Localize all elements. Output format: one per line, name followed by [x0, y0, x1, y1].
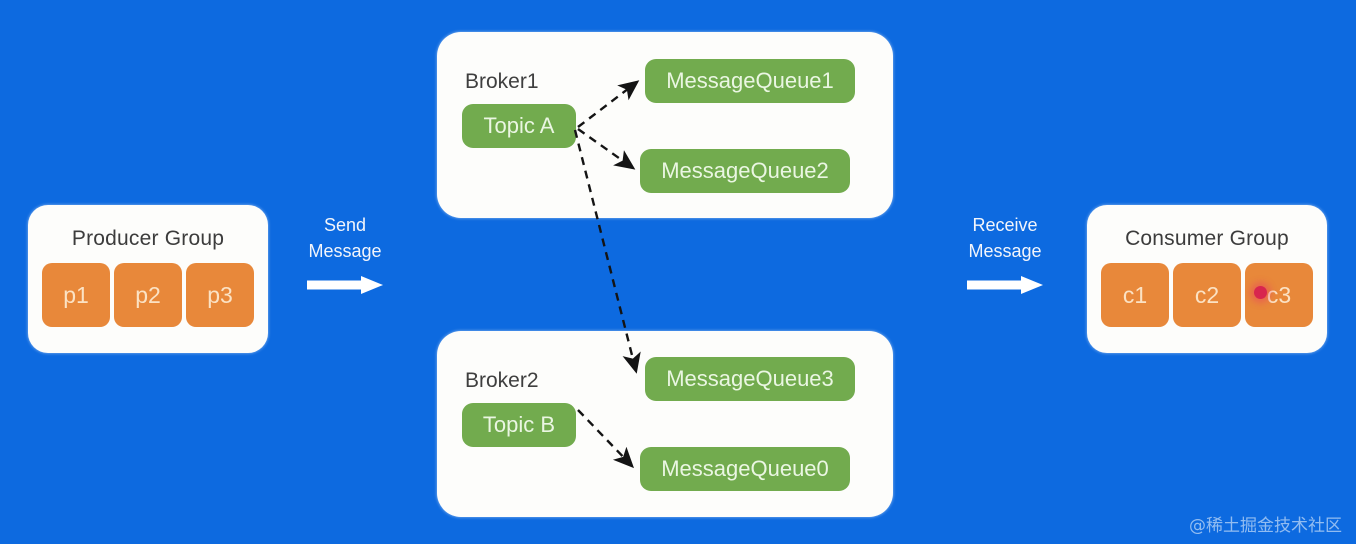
consumer-chip-row: c1 c2 c3 — [1101, 263, 1313, 327]
watermark: @稀土掘金技术社区 — [1189, 516, 1342, 536]
send-message-line2: Message — [308, 241, 382, 262]
broker2-topic-b[interactable]: Topic B — [462, 403, 576, 447]
receive-arrow-wrap — [948, 274, 1062, 296]
send-message-flow: Send Message — [288, 212, 402, 296]
broker2-title: Broker2 — [465, 369, 539, 392]
consumer-chip-c2[interactable]: c2 — [1173, 263, 1241, 327]
receive-arrow-icon — [967, 276, 1043, 295]
producer-group-panel: Producer Group p1 p2 p3 — [28, 205, 268, 353]
producer-group-title: Producer Group — [71, 227, 225, 250]
receive-message-line2: Message — [968, 241, 1042, 262]
consumer-chip-c1[interactable]: c1 — [1101, 263, 1169, 327]
send-arrow-wrap — [288, 274, 402, 296]
producer-chip-p1[interactable]: p1 — [42, 263, 110, 327]
receive-message-flow: Receive Message — [948, 212, 1062, 296]
consumer-group-panel: Consumer Group c1 c2 c3 — [1087, 205, 1327, 353]
cursor-marker — [1254, 286, 1267, 299]
send-arrow-icon — [307, 276, 383, 295]
broker1-queue-messagequeue2[interactable]: MessageQueue2 — [640, 149, 850, 193]
receive-message-line1: Receive — [972, 215, 1038, 235]
broker2-queue-messagequeue0[interactable]: MessageQueue0 — [640, 447, 850, 491]
producer-chip-p2[interactable]: p2 — [114, 263, 182, 327]
producer-chip-row: p1 p2 p3 — [42, 263, 254, 327]
broker1-queue-messagequeue1[interactable]: MessageQueue1 — [645, 59, 855, 103]
broker2-panel: Broker2 Topic B MessageQueue3 MessageQue… — [437, 331, 893, 517]
broker2-queue-messagequeue3[interactable]: MessageQueue3 — [645, 357, 855, 401]
broker1-topic-a[interactable]: Topic A — [462, 104, 576, 148]
consumer-group-title: Consumer Group — [1125, 227, 1289, 250]
producer-chip-p3[interactable]: p3 — [186, 263, 254, 327]
broker1-title: Broker1 — [465, 70, 539, 93]
broker1-panel: Broker1 Topic A MessageQueue1 MessageQue… — [437, 32, 893, 218]
send-message-line1: Send — [323, 215, 367, 235]
